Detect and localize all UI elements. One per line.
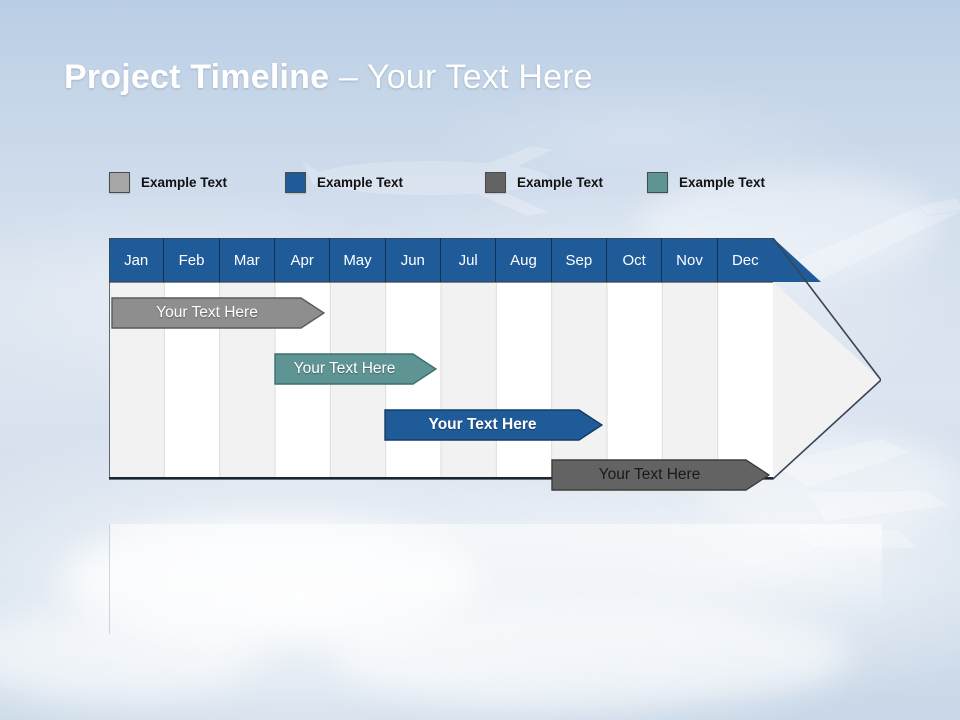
- timeline-bar-2[interactable]: Your Text Here: [274, 353, 437, 385]
- legend-item-label: Example Text: [141, 174, 228, 190]
- legend-item-label: Example Text: [517, 174, 604, 190]
- month-header-may[interactable]: May: [330, 238, 386, 282]
- legend-item-2: Example Text: [285, 168, 403, 196]
- bar-arrow-shape: [384, 409, 603, 441]
- timeline-bar-4[interactable]: Your Text Here: [551, 459, 770, 491]
- page-title-bold: Project Timeline: [64, 58, 330, 96]
- month-header-mar[interactable]: Mar: [220, 238, 275, 282]
- month-header-nov[interactable]: Nov: [662, 238, 718, 282]
- legend-item-4: Example Text: [647, 168, 765, 196]
- month-header-jul[interactable]: Jul: [441, 238, 497, 282]
- month-header-apr[interactable]: Apr: [275, 238, 331, 282]
- legend-item-3: Example Text: [485, 168, 603, 196]
- timeline-bar-3[interactable]: Your Text Here: [384, 409, 603, 441]
- page-title-light: Your Text Here: [367, 58, 593, 96]
- timeline-bar-1[interactable]: Your Text Here: [111, 297, 325, 329]
- legend-swatch-icon: [285, 171, 306, 193]
- month-header-feb[interactable]: Feb: [164, 238, 220, 282]
- month-header-dec[interactable]: Dec: [731, 251, 759, 269]
- legend-swatch-icon: [109, 171, 130, 193]
- bar-arrow-shape: [551, 459, 770, 491]
- month-header-oct[interactable]: Oct: [607, 238, 663, 282]
- page-title: Project Timeline – Your Text Here: [64, 58, 593, 97]
- legend-item-label: Example Text: [317, 174, 404, 190]
- bar-arrow-shape: [111, 297, 325, 329]
- page-title-separator: –: [329, 58, 368, 96]
- legend-swatch-icon: [485, 171, 506, 193]
- cloud-decoration: [330, 600, 850, 710]
- legend-item-1: Example Text: [109, 168, 227, 196]
- month-header-jan[interactable]: Jan: [109, 238, 165, 282]
- month-header-aug[interactable]: Aug: [496, 238, 552, 282]
- bar-arrow-shape: [274, 353, 437, 385]
- legend: Example Text Example Text Example Text Exam…: [109, 168, 829, 196]
- month-header-sep[interactable]: Sep: [552, 238, 607, 282]
- legend-swatch-icon: [647, 171, 668, 193]
- month-header-jun[interactable]: Jun: [386, 238, 441, 282]
- legend-item-label: Example Text: [679, 174, 766, 190]
